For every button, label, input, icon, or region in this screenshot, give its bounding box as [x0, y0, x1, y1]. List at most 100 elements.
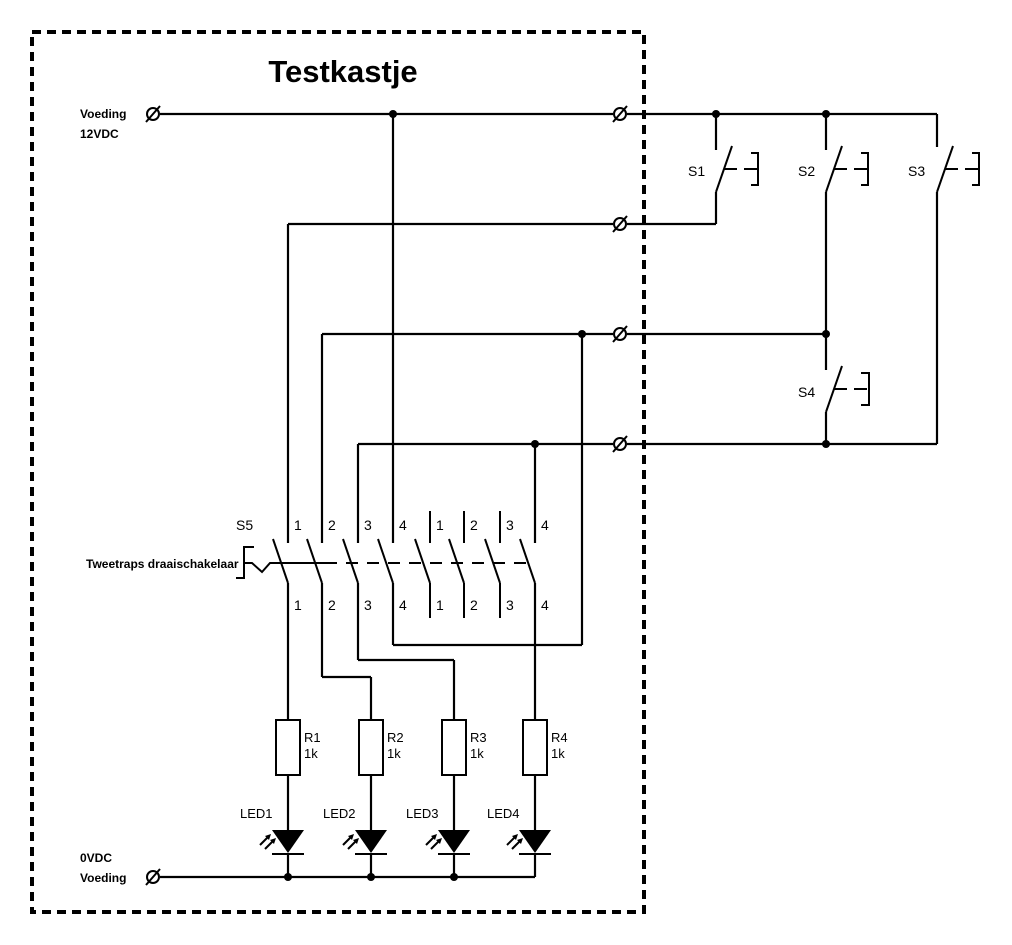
s5-lower-contact: 2: [463, 583, 478, 618]
led: LED1: [240, 806, 304, 855]
led-triangle-icon: [272, 830, 304, 853]
s5-upper-contact-label: 1: [436, 517, 444, 533]
light-arrows-icon: [506, 834, 523, 850]
led: LED4: [487, 806, 551, 855]
light-arrows-icon: [342, 834, 359, 850]
terminal-12v-out: [612, 105, 628, 123]
s5-lower-contact-label: 3: [506, 597, 514, 613]
switch-s3: S3: [908, 145, 980, 193]
s5-upper-contact: 1: [287, 511, 302, 543]
s5-lower-contact: 3: [357, 583, 372, 618]
rotary-switch-description: Tweetraps draaischakelaar: [86, 557, 239, 571]
switch-s2: S2: [798, 145, 869, 193]
light-arrows-icon: [259, 834, 276, 850]
s5-lower-contact: 4: [392, 583, 407, 618]
s5-upper-contact: 2: [321, 511, 336, 543]
s5-wiper: [484, 538, 501, 584]
junction-dot: [822, 330, 830, 338]
s5-upper-contact-label: 2: [470, 517, 478, 533]
switch-s4: S4: [798, 365, 870, 413]
resistor-label: R2: [387, 730, 404, 745]
terminal-s1: [612, 215, 628, 233]
switch-s3-label: S3: [908, 163, 925, 179]
led-triangle-icon: [438, 830, 470, 853]
resistor-value: 1k: [387, 746, 401, 761]
led-triangle-icon: [519, 830, 551, 853]
junction-dot: [389, 110, 397, 118]
terminal-s2-s4: [612, 325, 628, 343]
s5-upper-contact: 3: [499, 511, 514, 543]
switch-s1: S1: [688, 145, 759, 193]
s5-lower-contact: 1: [429, 583, 444, 618]
resistor-label: R1: [304, 730, 321, 745]
junction-dot: [284, 873, 292, 881]
s5-wipers: [272, 538, 536, 584]
s5-lower-contact: 3: [499, 583, 514, 618]
supply-negative-label-1: 0VDC: [80, 851, 112, 865]
s5-upper-contact: 4: [392, 511, 407, 543]
junction-dot: [822, 110, 830, 118]
s5-lower-contact: 4: [534, 583, 549, 618]
junction-dot: [450, 873, 458, 881]
light-arrows-icon: [425, 834, 442, 850]
supply-positive-label-2: 12VDC: [80, 127, 119, 141]
s5-upper-contact-label: 3: [364, 517, 372, 533]
s5-lower-contact-label: 2: [470, 597, 478, 613]
enclosure-frame: [30, 30, 646, 914]
s5-upper-contact-label: 4: [541, 517, 549, 533]
s5-lower-contact-label: 4: [399, 597, 407, 613]
switch-s2-label: S2: [798, 163, 815, 179]
rotary-switch-label: S5: [236, 517, 253, 533]
s5-upper-contact: 3: [357, 511, 372, 543]
s5-wiper: [377, 538, 394, 584]
led-label: LED4: [487, 806, 520, 821]
s5-lower-contact: 2: [321, 583, 336, 618]
s5-wiper: [342, 538, 359, 584]
switch-s4-label: S4: [798, 384, 815, 400]
junction-dot: [822, 440, 830, 448]
wiring: [160, 112, 939, 879]
s5-upper-contact-label: 2: [328, 517, 336, 533]
junction-dot: [578, 330, 586, 338]
terminal-12v-in: [145, 105, 161, 123]
supply-positive-label-1: Voeding: [80, 107, 126, 121]
s5-lower-contacts: 1 2 3 4 1 2 3 4: [287, 583, 549, 618]
s5-lower-contact-label: 3: [364, 597, 372, 613]
resistor-value: 1k: [551, 746, 565, 761]
s5-wiper: [519, 538, 536, 584]
s5-upper-contact: 1: [429, 511, 444, 543]
led-triangle-icon: [355, 830, 387, 853]
s5-upper-contact-label: 4: [399, 517, 407, 533]
s5-lower-contact-label: 1: [436, 597, 444, 613]
led: LED2: [323, 806, 387, 855]
s5-lower-contact: 1: [287, 583, 302, 618]
junction-dot: [712, 110, 720, 118]
junction-dot: [531, 440, 539, 448]
junction-dot: [367, 873, 375, 881]
led-label: LED1: [240, 806, 273, 821]
s5-wiper: [414, 538, 431, 584]
s5-upper-contact-label: 3: [506, 517, 514, 533]
s5-upper-contact-label: 1: [294, 517, 302, 533]
s5-upper-contacts: 1 2 3 4 1 2 3 4: [287, 511, 549, 543]
s5-lower-contact-label: 2: [328, 597, 336, 613]
s5-lower-contact-label: 1: [294, 597, 302, 613]
led-label: LED2: [323, 806, 356, 821]
led: LED3: [406, 806, 470, 855]
terminal-0v-in: [145, 868, 161, 886]
terminal-s3-s4: [612, 435, 628, 453]
s5-wiper: [272, 538, 289, 584]
s5-wiper: [306, 538, 323, 584]
resistor-value: 1k: [470, 746, 484, 761]
resistor-label: R4: [551, 730, 568, 745]
diagram-title: Testkastje: [268, 54, 417, 89]
junctions: [284, 110, 830, 881]
